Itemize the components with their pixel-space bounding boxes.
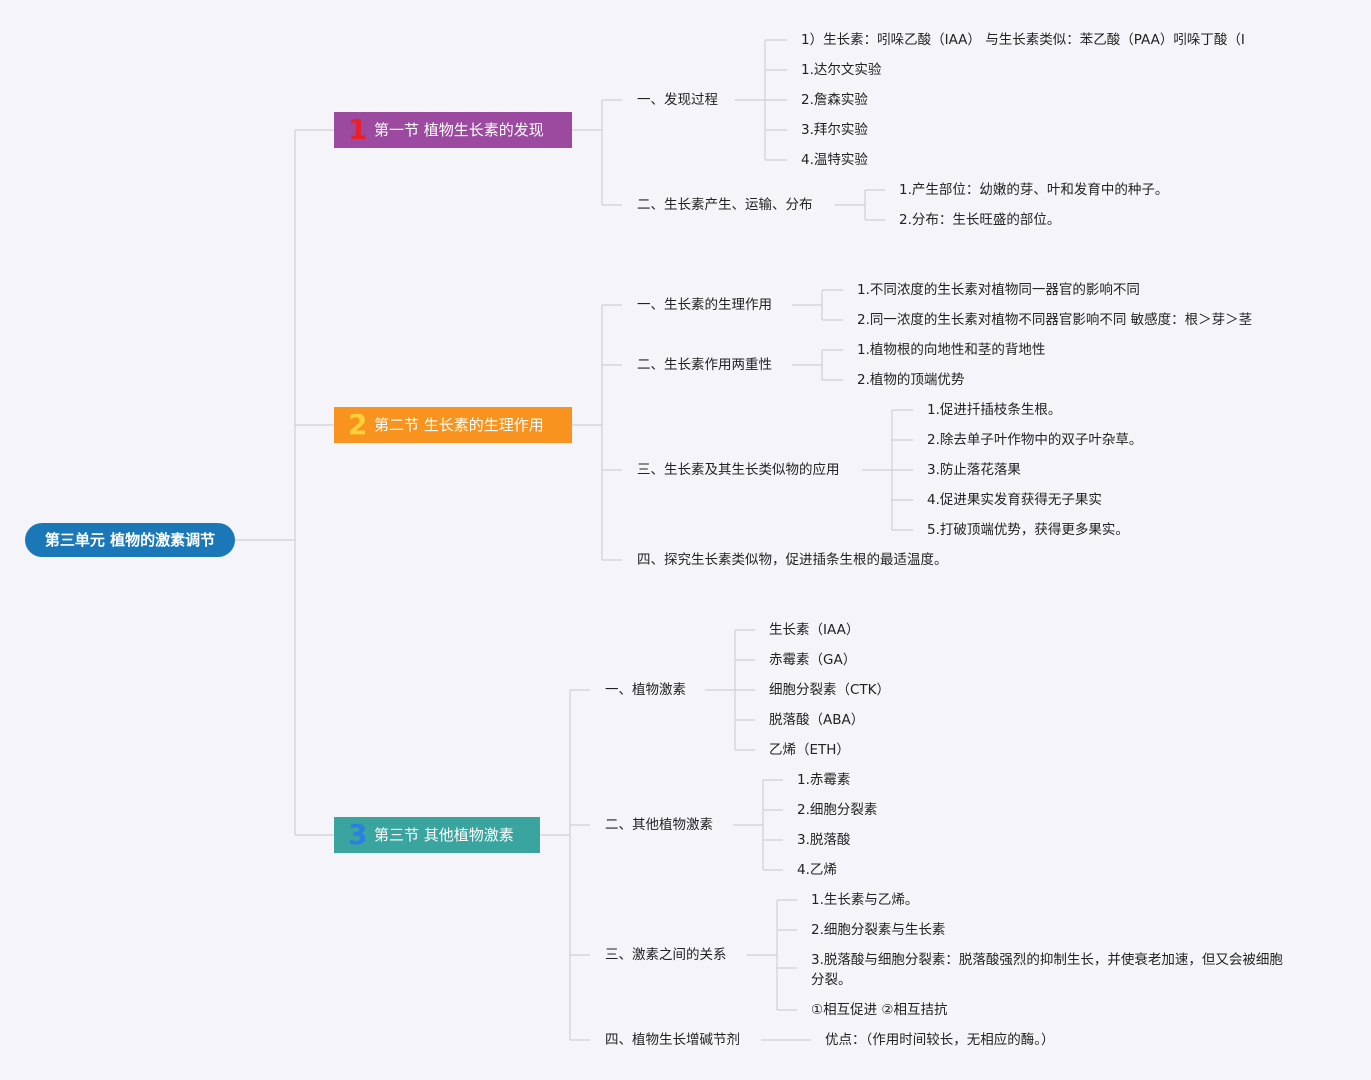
section-number: 2 (348, 408, 368, 441)
item-node[interactable]: 1.赤霉素 (797, 772, 851, 788)
item-node[interactable]: 1.生长素与乙烯。 (811, 892, 919, 908)
item-node[interactable]: 生长素（IAA） (769, 622, 860, 638)
item-node[interactable]: 1.促进扦插枝条生根。 (927, 402, 1062, 418)
item-node[interactable]: 1.不同浓度的生长素对植物同一器官的影响不同 (857, 282, 1140, 298)
topic-node[interactable]: 四、探究生长素类似物，促进插条生根的最适温度。 (637, 552, 948, 568)
root-node[interactable]: 第三单元 植物的激素调节 (25, 523, 235, 557)
item-node[interactable]: 脱落酸（ABA） (769, 712, 865, 728)
item-node[interactable]: 2.分布：生长旺盛的部位。 (899, 212, 1061, 228)
section-number: 1 (348, 113, 368, 146)
item-node[interactable]: 4.乙烯 (797, 862, 837, 878)
item-node[interactable]: ①相互促进 ②相互拮抗 (811, 1002, 948, 1018)
item-node[interactable]: 1）生长素：吲哚乙酸（IAA） 与生长素类似：苯乙酸（PAA）吲哚丁酸（I (801, 32, 1245, 48)
section-3-node[interactable]: 3 第三节 其他植物激素 (334, 817, 540, 853)
item-node[interactable]: 4.促进果实发育获得无子果实 (927, 492, 1102, 508)
item-node[interactable]: 乙烯（ETH） (769, 742, 850, 758)
item-node[interactable]: 3.脱落酸与细胞分裂素：脱落酸强烈的抑制生长，并使衰老加速，但又会被细胞 (811, 952, 1283, 968)
item-node[interactable]: 1.产生部位：幼嫩的芽、叶和发育中的种子。 (899, 182, 1169, 198)
item-node[interactable]: 3.防止落花落果 (927, 462, 1021, 478)
item-node-continuation: 分裂。 (811, 972, 852, 988)
section-label: 第三节 其他植物激素 (374, 826, 514, 844)
item-node[interactable]: 3.拜尔实验 (801, 122, 868, 138)
section-number: 3 (348, 818, 368, 851)
item-node[interactable]: 2.詹森实验 (801, 92, 868, 108)
topic-node[interactable]: 一、发现过程 (637, 92, 718, 108)
topic-node[interactable]: 四、植物生长增碱节剂 (605, 1032, 740, 1048)
item-node[interactable]: 2.植物的顶端优势 (857, 372, 965, 388)
item-node[interactable]: 2.除去单子叶作物中的双子叶杂草。 (927, 432, 1143, 448)
item-node[interactable]: 2.同一浓度的生长素对植物不同器官影响不同 敏感度：根＞芽＞茎 (857, 312, 1253, 328)
topic-node[interactable]: 一、植物激素 (605, 682, 686, 698)
section-label: 第一节 植物生长素的发现 (374, 121, 544, 139)
topic-node[interactable]: 三、激素之间的关系 (605, 947, 727, 963)
item-node[interactable]: 细胞分裂素（CTK） (769, 682, 891, 698)
item-node[interactable]: 1.植物根的向地性和茎的背地性 (857, 342, 1046, 358)
item-node[interactable]: 优点：（作用时间较长，无相应的酶。） (825, 1032, 1055, 1048)
item-node[interactable]: 2.细胞分裂素 (797, 802, 878, 818)
item-node[interactable]: 1.达尔文实验 (801, 62, 882, 78)
item-node[interactable]: 2.细胞分裂素与生长素 (811, 922, 946, 938)
topic-node[interactable]: 二、生长素作用两重性 (637, 357, 772, 373)
topic-node[interactable]: 二、其他植物激素 (605, 817, 713, 833)
section-label: 第二节 生长素的生理作用 (374, 416, 544, 434)
item-node[interactable]: 赤霉素（GA） (769, 652, 857, 668)
item-node[interactable]: 4.温特实验 (801, 152, 868, 168)
section-1-node[interactable]: 1 第一节 植物生长素的发现 (334, 112, 572, 148)
topic-node[interactable]: 一、生长素的生理作用 (637, 297, 772, 313)
topic-node[interactable]: 二、生长素产生、运输、分布 (637, 197, 813, 213)
item-node[interactable]: 3.脱落酸 (797, 832, 851, 848)
section-2-node[interactable]: 2 第二节 生长素的生理作用 (334, 407, 572, 443)
topic-node[interactable]: 三、生长素及其生长类似物的应用 (637, 462, 840, 478)
item-node[interactable]: 5.打破顶端优势，获得更多果实。 (927, 522, 1129, 538)
